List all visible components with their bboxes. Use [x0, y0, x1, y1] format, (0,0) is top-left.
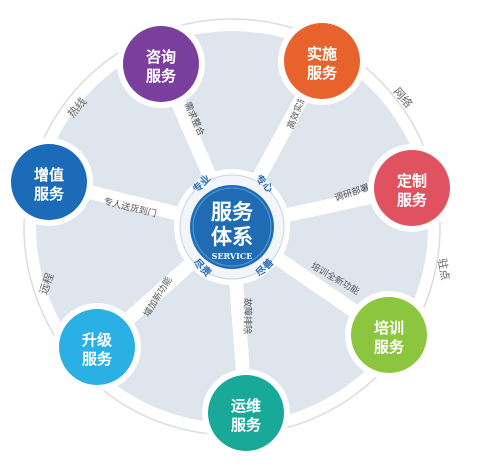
node-label-line1: 升级: [82, 331, 113, 349]
node-label-line1: 培训: [374, 319, 404, 337]
node-label-line1: 增值: [34, 166, 64, 184]
blue-circle: [11, 144, 87, 220]
ring-label-3: 驻点: [435, 257, 453, 281]
center-subtitle: SERVICE: [212, 251, 253, 261]
teal-circle: [208, 375, 284, 451]
node-label-line2: 服务: [82, 350, 113, 368]
node-label-line2: 服务: [374, 338, 405, 356]
node-label-line1: 运维: [231, 397, 261, 415]
node-label-line1: 定制: [397, 172, 427, 190]
node-label-line2: 服务: [146, 67, 177, 85]
center-core-inner-ring: [192, 187, 272, 267]
spoke-label-5: 故障排除: [242, 298, 254, 334]
red-circle: [374, 150, 450, 226]
center-title-line1: 服务: [211, 199, 254, 224]
center-core: [190, 185, 274, 269]
orange-circle: [284, 23, 360, 99]
green-circle: [351, 297, 427, 373]
node-label-line1: 咨询: [146, 48, 176, 66]
cyan-circle: [59, 309, 135, 385]
center-title-line2: 体系: [211, 224, 253, 249]
node-label-line2: 服务: [34, 185, 65, 203]
node-label-line2: 服务: [231, 416, 262, 434]
node-label-line1: 实施: [307, 45, 337, 63]
node-label-line2: 服务: [307, 64, 338, 82]
node-label-line2: 服务: [397, 191, 428, 209]
purple-circle: [123, 26, 199, 102]
